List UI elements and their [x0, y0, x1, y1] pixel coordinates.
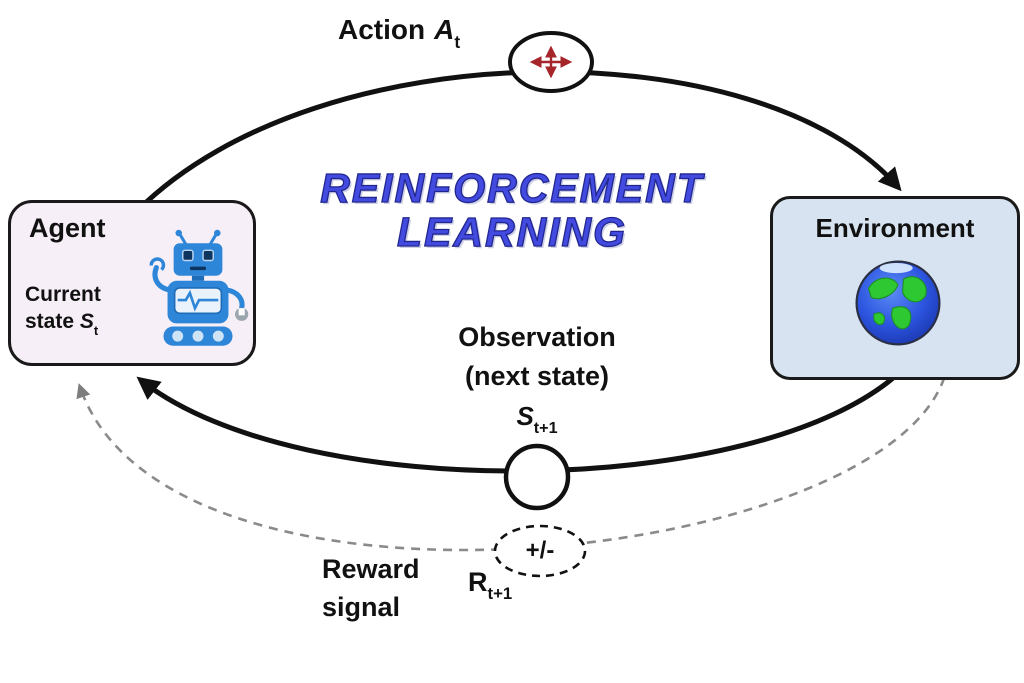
reward-subscript: t+1	[487, 584, 513, 604]
page-title: REINFORCEMENT LEARNING	[0, 165, 1024, 256]
move-arrows-icon	[508, 31, 594, 93]
observation-subscript: t+1	[533, 419, 558, 438]
observation-label: Observation (next state) St+1	[387, 318, 687, 439]
observation-symbol-line: St+1	[387, 398, 687, 439]
environment-label: Environment	[815, 213, 975, 243]
observation-node	[503, 443, 571, 511]
action-label: Action At	[338, 14, 461, 52]
current-state-prefix: Current state	[25, 283, 101, 334]
reward-line-1: Reward	[322, 554, 420, 584]
agent-box: Agent Current state St	[8, 200, 256, 366]
action-symbol: A	[434, 14, 455, 45]
agent-label: Agent	[29, 213, 106, 243]
current-state-label: Current state St	[25, 281, 137, 338]
observation-symbol: S	[516, 401, 534, 432]
observation-line-2: (next state)	[464, 361, 610, 392]
reward-arc	[76, 361, 950, 552]
observation-line-1: Observation	[458, 322, 616, 352]
reward-node	[493, 524, 587, 578]
reward-symbol-label: Rt+1	[468, 567, 513, 604]
robot-icon	[147, 229, 249, 361]
earth-icon	[852, 257, 944, 349]
reward-symbol: R	[468, 567, 488, 597]
action-subscript: t	[454, 31, 461, 52]
plus-minus-badge: +/-	[525, 537, 555, 564]
title-line-1: REINFORCEMENT	[320, 165, 704, 211]
title-line-2: LEARNING	[396, 209, 628, 256]
state-symbol: S	[79, 310, 94, 334]
action-word: Action	[338, 14, 426, 45]
reward-line-2: signal	[322, 591, 401, 622]
environment-box: Environment	[770, 196, 1020, 380]
state-subscript: t	[93, 323, 99, 339]
reward-signal-label: Reward signal	[322, 551, 420, 627]
